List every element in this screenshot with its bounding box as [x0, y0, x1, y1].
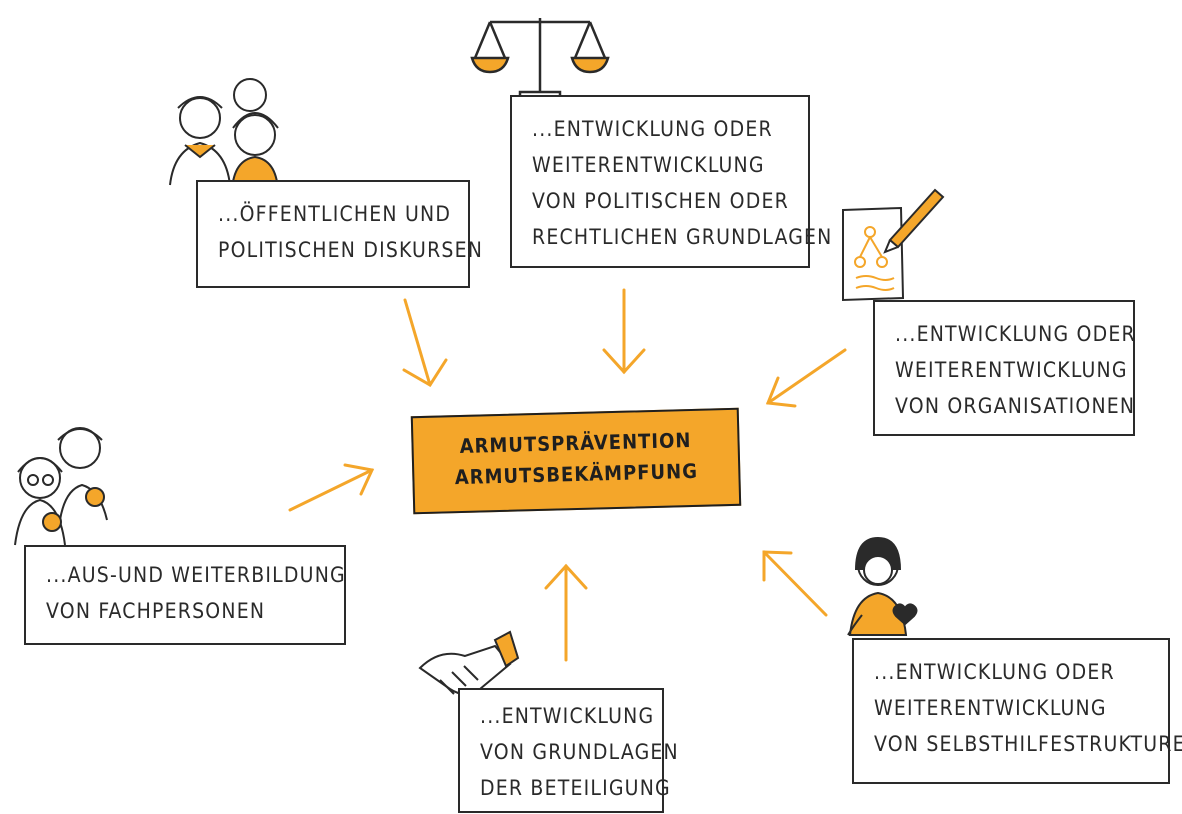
box-line: VON FACHPERSONEN [46, 599, 266, 623]
box-line: VON GRUNDLAGEN [480, 740, 679, 764]
people-group-icon [169, 78, 280, 191]
box-line: ...ENTWICKLUNG ODER [532, 117, 773, 141]
arrow-from-discourse [402, 298, 448, 388]
box-line: RECHTLICHEN GRUNDLAGEN [532, 225, 833, 249]
box-organisations: ...ENTWICKLUNG ODER WEITERENTWICKLUNG VO… [873, 300, 1135, 436]
box-public-discourse: ...ÖFFENTLICHEN UND POLITISCHEN DISKURSE… [196, 180, 484, 288]
box-line: ...ÖFFENTLICHEN UND [218, 202, 452, 226]
box-participation: ...ENTWICKLUNG VON GRUNDLAGEN DER BETEIL… [458, 688, 679, 813]
document-pencil-icon [842, 188, 945, 302]
box-training: ...AUS-UND WEITERBILDUNG VON FACHPERSONE… [24, 545, 346, 645]
box-line: VON SELBSTHILFESTRUKTUREN [874, 732, 1182, 756]
box-line: ...ENTWICKLUNG ODER [874, 660, 1115, 684]
arrow-from-organisations [765, 348, 847, 408]
arrow-from-legal [602, 288, 646, 375]
box-self-help: ...ENTWICKLUNG ODER WEITERENTWICKLUNG VO… [852, 638, 1182, 784]
box-line: WEITERENTWICKLUNG [532, 153, 765, 177]
center-goal: ARMUTSPRÄVENTION ARMUTSBEKÄMPFUNG [410, 407, 742, 515]
child-heart-icon [847, 536, 918, 636]
arrow-from-training [288, 463, 375, 512]
box-line: ...ENTWICKLUNG ODER [895, 322, 1136, 346]
box-line: DER BETEILIGUNG [480, 776, 671, 800]
box-line: WEITERENTWICKLUNG [895, 358, 1128, 382]
box-line: WEITERENTWICKLUNG [874, 696, 1107, 720]
box-line: ...AUS-UND WEITERBILDUNG [46, 563, 346, 587]
box-line: POLITISCHEN DISKURSEN [218, 238, 484, 262]
box-line: VON ORGANISATIONEN [895, 394, 1136, 418]
box-line: VON POLITISCHEN ODER [532, 189, 789, 213]
arrow-from-selfhelp [762, 550, 828, 617]
box-line: ...ENTWICKLUNG [480, 704, 655, 728]
handshake-icon [418, 630, 520, 695]
arrow-from-participation [544, 563, 588, 662]
award-people-icon [14, 427, 108, 546]
scales-icon [470, 18, 610, 102]
box-legal-foundations: ...ENTWICKLUNG ODER WEITERENTWICKLUNG VO… [510, 95, 833, 268]
